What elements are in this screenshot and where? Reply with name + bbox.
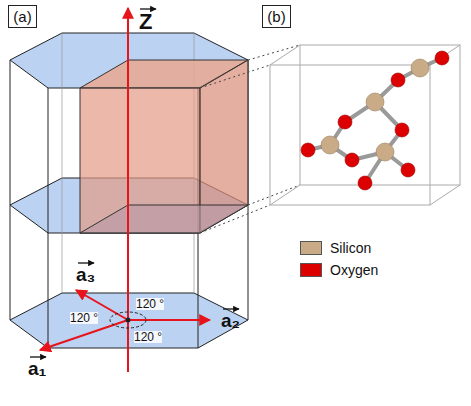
angle-label: 120 ° <box>136 298 164 310</box>
angle-label: 120 ° <box>70 312 98 324</box>
legend-row: Silicon <box>300 240 371 256</box>
axis-label: a₃ <box>76 265 95 284</box>
origin-dot <box>126 318 131 323</box>
legend-swatch <box>300 263 322 277</box>
panel-tag: (a) <box>8 5 37 28</box>
panel-letter: (a) <box>13 9 31 24</box>
legend-text: Oxygen <box>330 262 378 278</box>
angle-ellipse <box>110 312 146 328</box>
silicon-atoms <box>321 59 429 161</box>
vector-arrows <box>30 9 239 357</box>
panel-letter: (b) <box>267 9 285 24</box>
z-axis <box>127 8 129 372</box>
axis-label: a₁ <box>28 359 46 378</box>
a2-axis <box>128 319 210 321</box>
angle-label: 120 ° <box>134 331 162 343</box>
axis-label: Z <box>139 11 152 33</box>
oxygen-atoms <box>301 51 449 190</box>
legend-swatch <box>300 241 322 255</box>
legend-text: Silicon <box>330 240 371 256</box>
a1-axis <box>40 320 128 350</box>
unit-cell <box>80 60 248 233</box>
bonds <box>308 58 442 183</box>
legend-row: Oxygen <box>300 262 378 278</box>
unit-cell-cube <box>270 45 460 205</box>
axis-label: a₂ <box>221 311 240 330</box>
panel-tag: (b) <box>262 5 291 28</box>
